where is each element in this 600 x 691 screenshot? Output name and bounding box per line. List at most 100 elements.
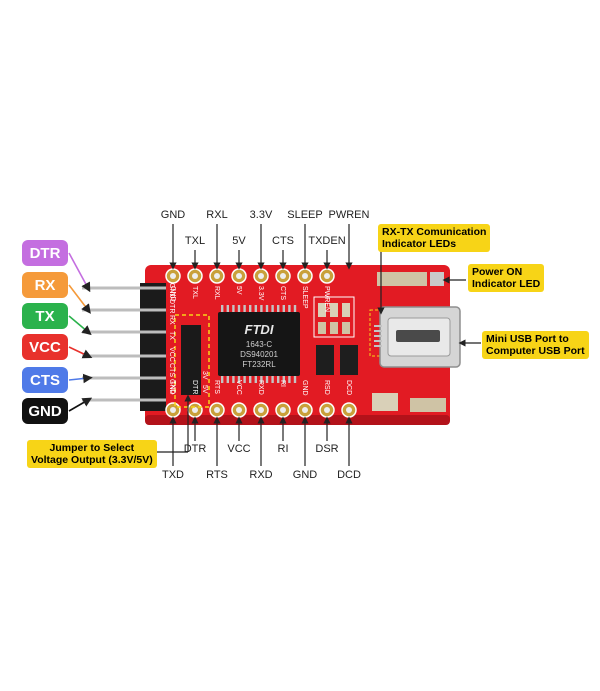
bottom-label-dsr: DSR — [315, 443, 339, 455]
bottom-pad-hole-6 — [302, 407, 308, 413]
chip-leg-bottom — [254, 375, 257, 383]
chip-leg-top — [249, 305, 252, 313]
chip-leg-bottom — [226, 375, 229, 383]
bottom-label-rts: RTS — [206, 469, 228, 481]
rxtx-led-callout: RX-TX Comunication Indicator LEDs — [378, 224, 491, 252]
voltage-jumper: 3V 5V — [174, 314, 210, 408]
chip-leg-bottom — [221, 375, 224, 383]
header-pin-rod — [82, 286, 166, 290]
smd-capacitor-bottom — [410, 398, 446, 412]
smd-resistor-3 — [342, 322, 350, 334]
usb-pin — [374, 330, 382, 332]
chip-line-2: DS940201 — [240, 350, 278, 359]
usb-pin — [374, 345, 382, 347]
left-pin-lines — [68, 252, 93, 412]
chip-leg-bottom — [282, 375, 285, 383]
jumper-housing — [181, 325, 201, 395]
power-led-part — [377, 272, 427, 286]
silk-top-6: SLEEP — [301, 286, 308, 309]
led-area-outline — [313, 296, 355, 338]
silk-header-0: GND — [168, 283, 175, 299]
silk-top-1: TXL — [191, 286, 198, 299]
left-pin-pill-tx: TX — [22, 303, 68, 329]
chip-leg-bottom — [237, 375, 241, 383]
bottom-label-gnd: GND — [292, 469, 318, 481]
chip-body — [218, 312, 300, 376]
top-label-5v: 5V — [232, 235, 246, 247]
chip-leg-top — [293, 305, 297, 313]
top-label-3.3v: 3.3V — [249, 209, 273, 221]
silk-top-4: 3.3V — [257, 286, 264, 301]
chip-leg-top — [265, 305, 269, 313]
top-label-cts: CTS — [272, 235, 294, 247]
silk-header-5: CTS — [168, 363, 175, 377]
silk-jumper-5v: 5V — [201, 385, 208, 394]
header-housing — [140, 283, 166, 411]
chip-leg-bottom — [260, 375, 263, 383]
bottom-label-txd: TXD — [162, 469, 184, 481]
jumper-highlight — [174, 314, 210, 408]
mini-usb-port — [374, 306, 461, 368]
silk-jumper-3v: 3V — [201, 371, 208, 380]
smd-led-3 — [342, 303, 350, 317]
silk-top-5: CTS — [279, 286, 286, 300]
silk-top-2: RXL — [213, 286, 220, 300]
bottom-pad-hole-3 — [236, 407, 242, 413]
left-pin-line — [68, 397, 93, 412]
left-pin-line — [68, 346, 93, 359]
bottom-label-ri: RI — [277, 443, 289, 455]
bottom-label-rxd: RXD — [249, 469, 273, 481]
top-pad-hole-6 — [302, 273, 308, 279]
top-label-pwren: PWREN — [328, 209, 370, 221]
top-pin-lines — [169, 224, 353, 270]
silk-header-2: RX — [168, 315, 175, 325]
bottom-label-dcd: DCD — [337, 469, 361, 481]
left-pin-pill-rx: RX — [22, 272, 68, 298]
top-label-gnd: GND — [160, 209, 186, 221]
silk-bottom-3: VCC — [235, 380, 242, 395]
bottom-label-dtr: DTR — [183, 443, 207, 455]
silk-bottom-2: RTS — [213, 380, 220, 394]
usb-tongue — [396, 330, 440, 342]
smd-components — [313, 272, 446, 412]
usb-pin — [374, 335, 382, 337]
silk-header-4: VCC — [168, 347, 175, 362]
header-pin-rod — [82, 330, 166, 334]
left-pin-pill-dtr: DTR — [22, 240, 68, 266]
smd-cap-1 — [316, 345, 334, 375]
silk-bottom-5: RI — [279, 380, 286, 387]
top-pad-hole-3 — [236, 273, 242, 279]
bottom-pad-hole-7 — [324, 407, 330, 413]
left-pin-pill-cts: CTS — [22, 367, 68, 393]
pcb-edge-shadow — [145, 415, 450, 425]
chip-leg-bottom — [293, 375, 297, 383]
chip-line-1: 1643-C — [246, 340, 272, 349]
silk-bottom-8: DCD — [345, 380, 352, 395]
bottom-pin-lines — [169, 416, 353, 466]
bottom-pad-hole-5 — [280, 407, 286, 413]
power-led-callout: Power ON Indicator LED — [468, 264, 545, 292]
header-pins — [82, 283, 166, 411]
chip-leg-bottom — [288, 375, 291, 383]
ftdi-chip: FTDI 1643-C DS940201 FT232RL — [218, 305, 300, 383]
chip-leg-top — [288, 305, 291, 313]
bottom-pad-hole-0 — [170, 407, 176, 413]
smd-led-1 — [318, 303, 326, 317]
silk-bottom-6: GND — [301, 380, 308, 396]
header-pin-rod — [82, 354, 166, 358]
top-pad-hole-7 — [324, 273, 330, 279]
usb-pin — [374, 340, 382, 342]
silk-top-7: PWREN — [323, 286, 330, 312]
chip-leg-top — [271, 305, 274, 313]
usb-port-callout: Mini USB Port to Computer USB Port — [482, 331, 589, 359]
chip-leg-bottom — [249, 375, 252, 383]
top-label-rxl: RXL — [206, 209, 228, 221]
bottom-solder-pads — [165, 402, 357, 418]
chip-leg-top — [237, 305, 241, 313]
chip-leg-top — [243, 305, 246, 313]
chip-leg-top — [221, 305, 224, 313]
left-pin-line — [68, 252, 91, 293]
